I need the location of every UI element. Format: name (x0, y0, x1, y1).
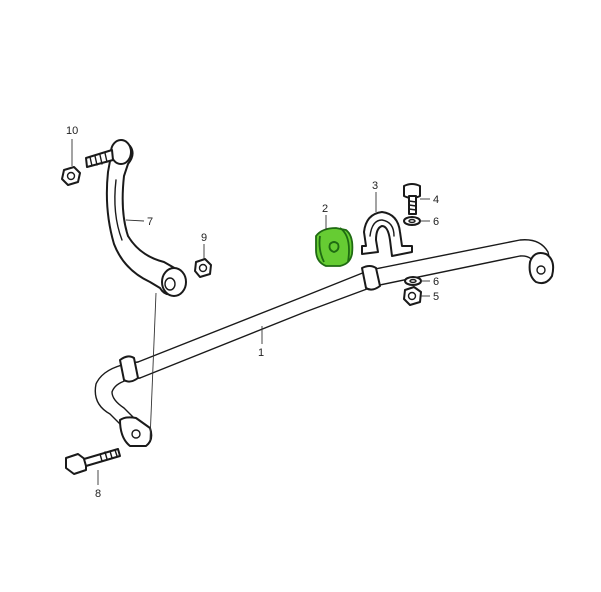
callout-3[interactable]: 3 (372, 180, 378, 192)
nut-part-5[interactable] (403, 286, 422, 306)
callout-1[interactable]: 1 (258, 347, 264, 359)
nut-part-9[interactable] (194, 258, 212, 278)
callout-6-upper[interactable]: 6 (433, 216, 439, 228)
callout-4[interactable]: 4 (433, 194, 439, 206)
bushing-clamp[interactable] (361, 211, 413, 257)
rubber-bushing-body[interactable] (315, 227, 354, 267)
drop-link[interactable] (105, 139, 187, 297)
clamp-bolt[interactable] (403, 183, 421, 215)
callout-2[interactable]: 2 (322, 203, 328, 215)
washer-upper[interactable] (403, 216, 421, 226)
stabilizer-bar[interactable] (94, 239, 555, 447)
callout-10[interactable]: 10 (66, 125, 78, 137)
callout-6-lower[interactable]: 6 (433, 276, 439, 288)
washer-lower[interactable] (404, 276, 422, 286)
callout-7[interactable]: 7 (147, 216, 153, 228)
link-stud-nut[interactable] (61, 149, 114, 186)
long-bolt[interactable] (65, 448, 121, 475)
callout-9[interactable]: 9 (201, 232, 207, 244)
leader-lines (71, 139, 430, 485)
callout-5[interactable]: 5 (433, 291, 439, 303)
rubber-bushing[interactable] (315, 227, 354, 267)
callout-labels: 10 7 9 2 3 4 6 6 5 1 8 (66, 125, 439, 500)
callout-8[interactable]: 8 (95, 488, 101, 500)
